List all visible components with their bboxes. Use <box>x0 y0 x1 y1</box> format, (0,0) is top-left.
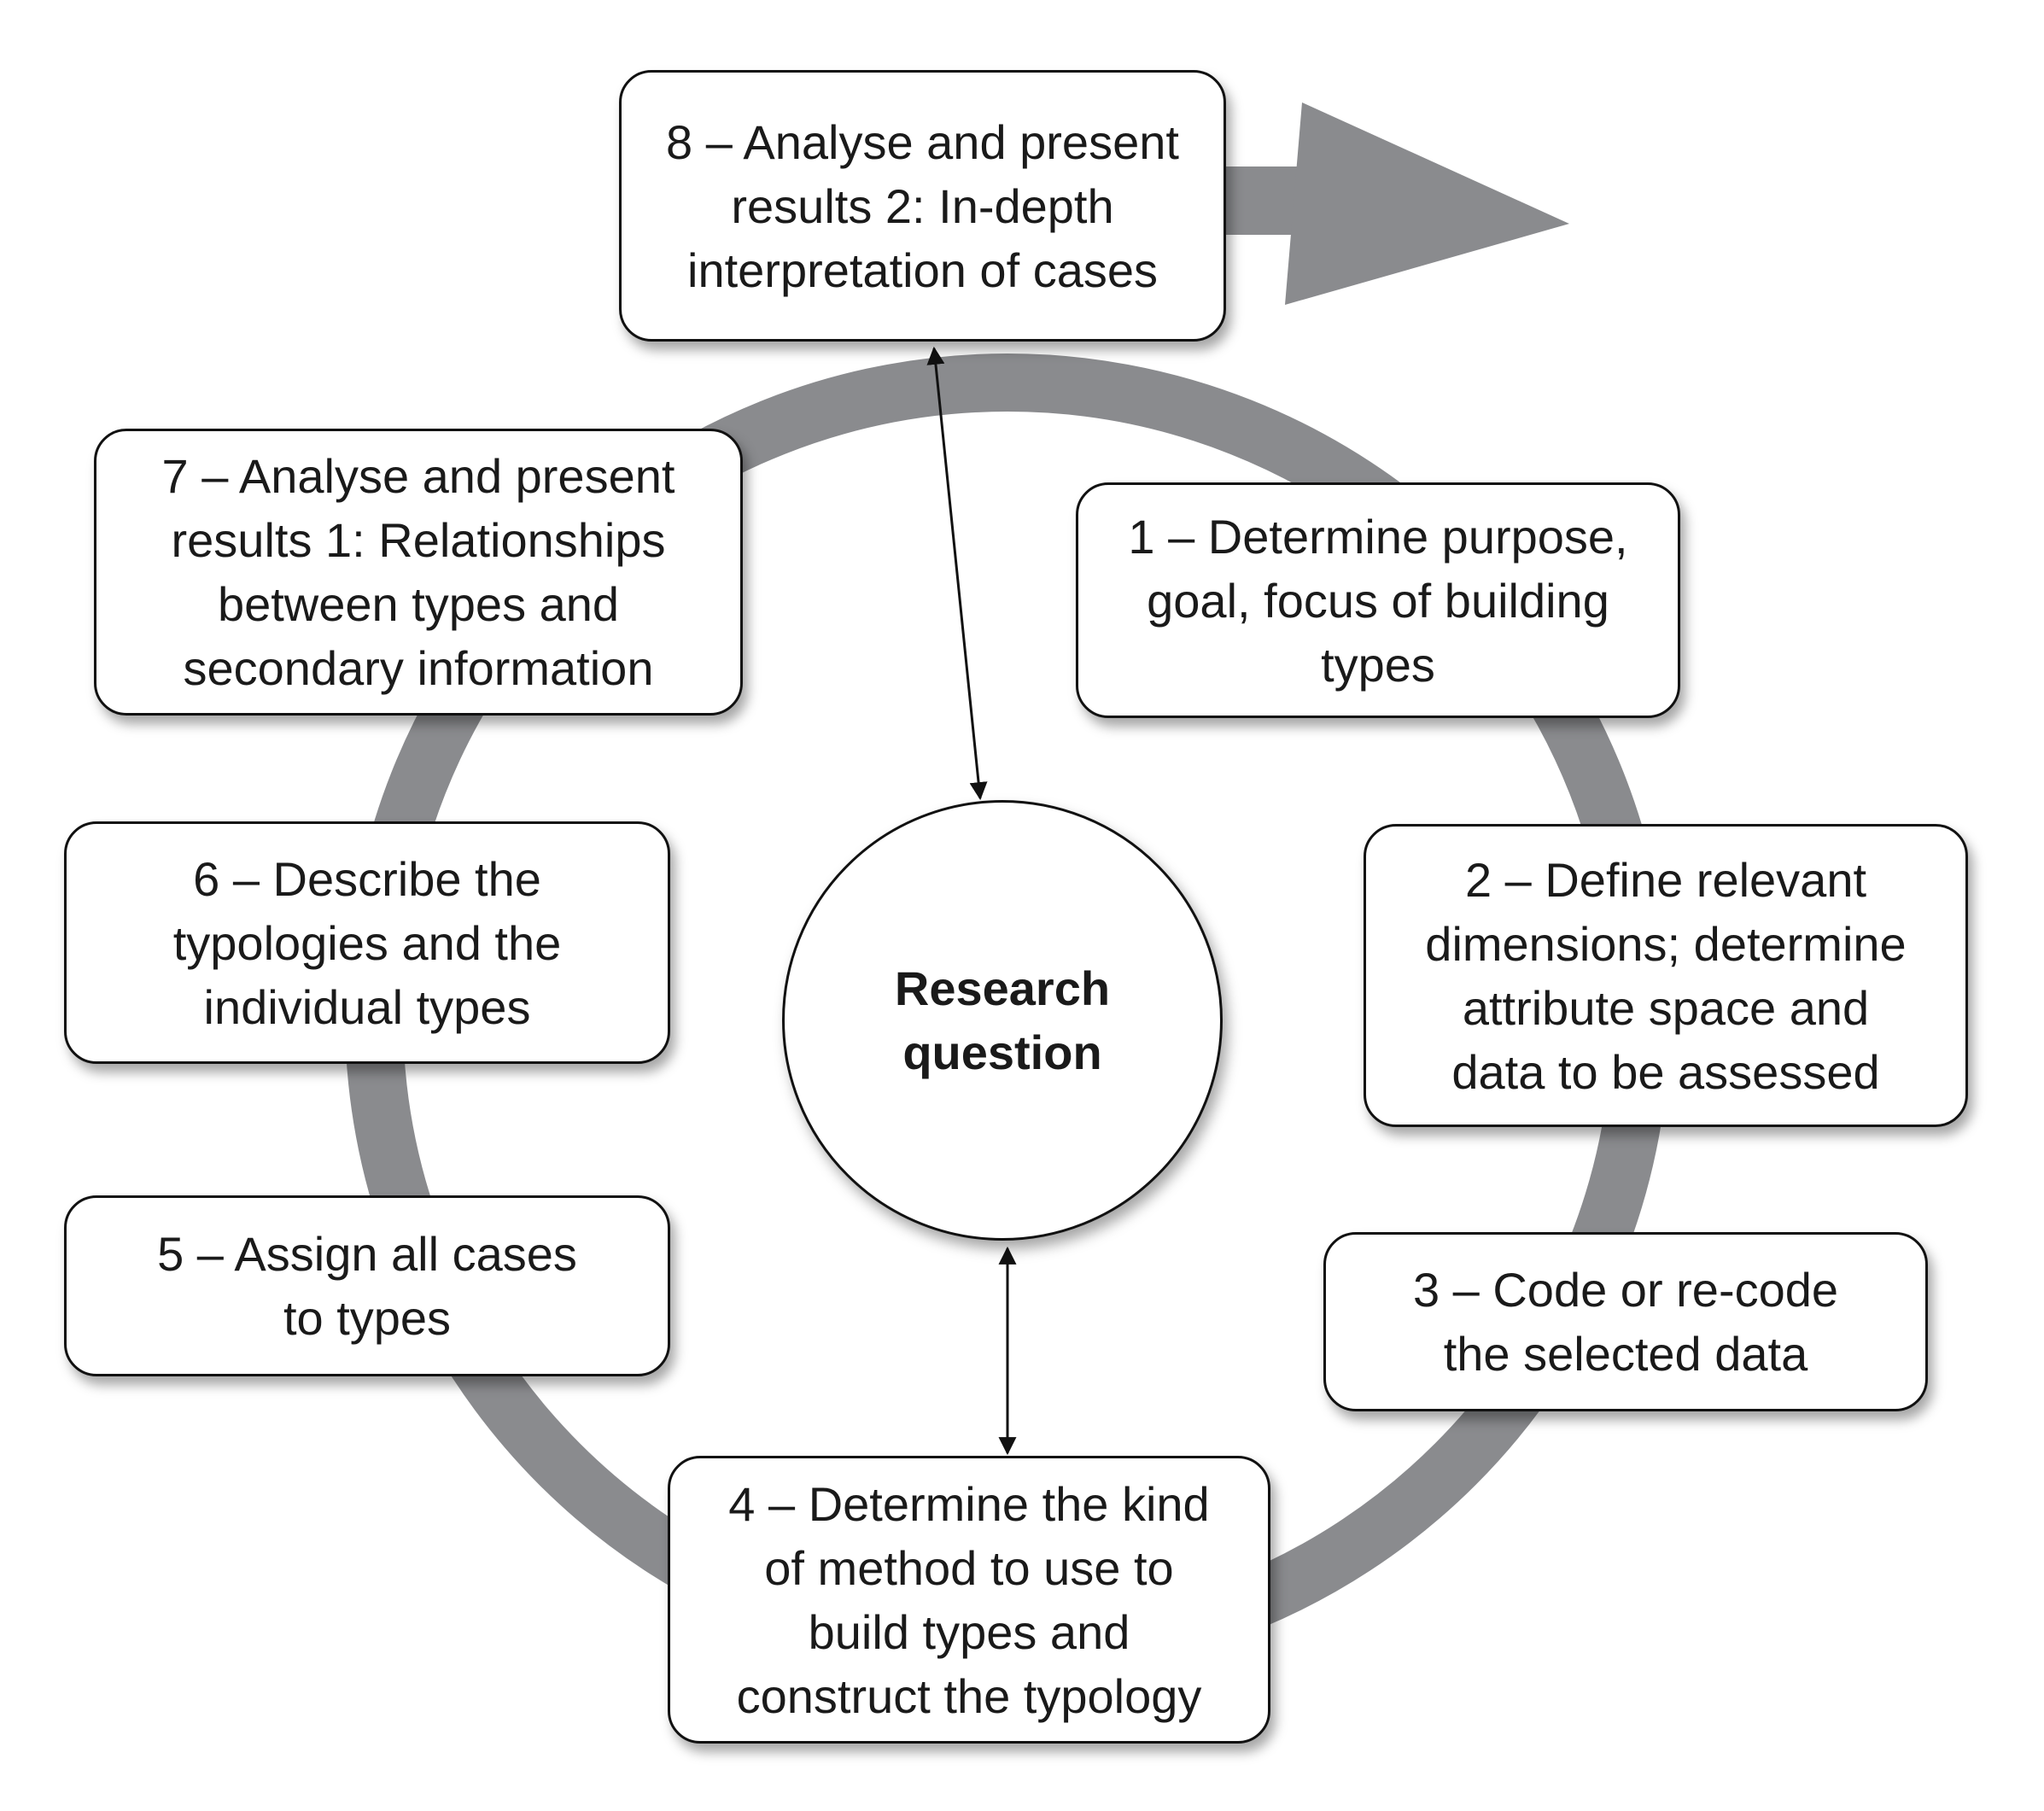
step-1-box: 1 – Determine purpose, goal, focus of bu… <box>1076 482 1680 718</box>
step-5-line-2: to types <box>283 1291 452 1345</box>
step-6-box: 6 – Describe the typologies and the indi… <box>64 821 670 1064</box>
step-3-line-2: the selected data <box>1443 1327 1808 1381</box>
step-2-line-3: attribute space and <box>1462 980 1870 1035</box>
step-3-box: 3 – Code or re-code the selected data <box>1323 1232 1928 1411</box>
step-2-line-1: 2 – Define relevant <box>1464 852 1867 907</box>
research-question-node: Research question <box>782 800 1223 1241</box>
connector-step8-research-question <box>926 346 988 801</box>
step-6-line-1: 6 – Describe the <box>193 851 541 906</box>
step-5-line-1: 5 – Assign all cases <box>157 1227 577 1281</box>
step-4-line-4: construct the typology <box>736 1668 1202 1723</box>
step-2-box: 2 – Define relevant dimensions; determin… <box>1364 824 1968 1127</box>
step-7-box: 7 – Analyse and present results 1: Relat… <box>94 429 743 716</box>
step-8-line-2: results 2: In-depth <box>731 178 1114 233</box>
step-4-line-2: of method to use to <box>764 1540 1174 1595</box>
exit-arrow-head <box>1285 102 1569 305</box>
step-2-line-2: dimensions; determine <box>1425 916 1907 971</box>
step-4-line-3: build types and <box>808 1604 1130 1659</box>
step-2-line-4: data to be assessed <box>1451 1044 1880 1099</box>
step-6-line-3: individual types <box>203 979 531 1034</box>
step-6-line-2: typologies and the <box>172 915 562 970</box>
step-5-box: 5 – Assign all cases to types <box>64 1195 670 1376</box>
step-1-line-1: 1 – Determine purpose, <box>1128 509 1628 564</box>
step-3-line-1: 3 – Code or re-code <box>1412 1263 1839 1317</box>
research-question-line-2: question <box>902 1025 1102 1079</box>
step-7-line-2: results 1: Relationships <box>171 513 666 567</box>
step-1-line-3: types <box>1321 637 1435 692</box>
step-4-box: 4 – Determine the kind of method to use … <box>668 1456 1270 1744</box>
step-8-line-3: interpretation of cases <box>687 242 1158 297</box>
step-7-line-3: between types and <box>217 577 620 631</box>
step-1-line-2: goal, focus of building <box>1147 573 1609 628</box>
step-4-line-1: 4 – Determine the kind <box>728 1476 1210 1531</box>
step-7-line-1: 7 – Analyse and present <box>161 449 675 503</box>
step-8-box: 8 – Analyse and present results 2: In-de… <box>619 70 1226 342</box>
research-question-line-1: Research <box>894 961 1111 1015</box>
step-8-line-1: 8 – Analyse and present <box>666 114 1179 169</box>
step-7-line-4: secondary information <box>183 641 654 695</box>
